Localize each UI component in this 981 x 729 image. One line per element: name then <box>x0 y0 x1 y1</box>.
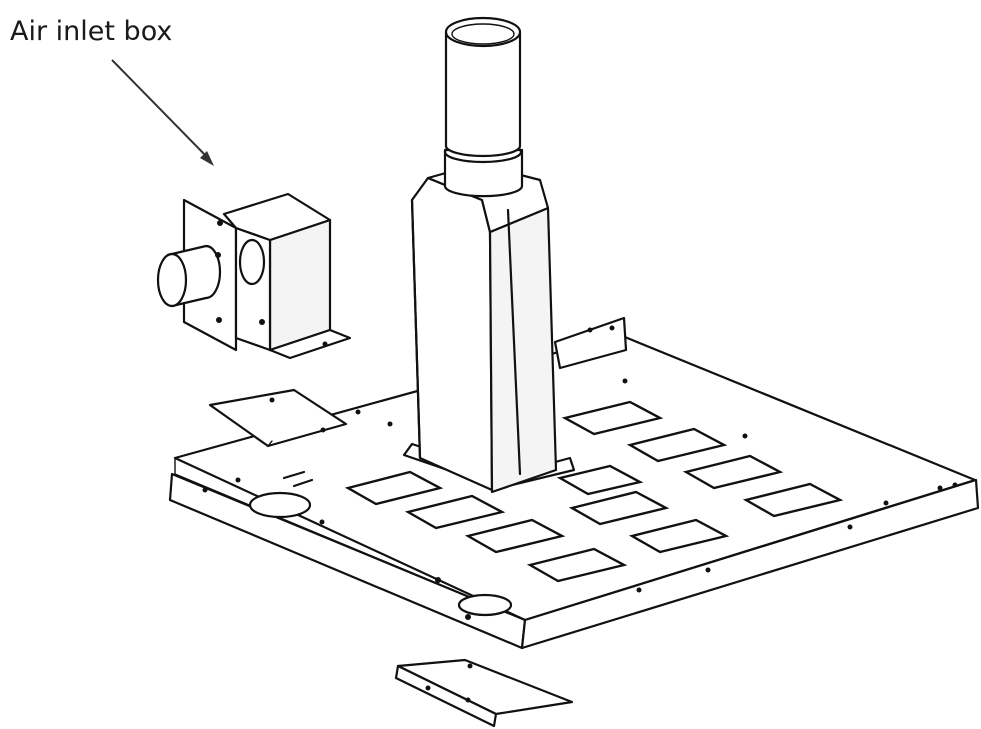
pipe-body <box>444 30 522 158</box>
loose-bracket-plate <box>208 388 348 448</box>
bolt-hole <box>320 427 326 433</box>
pipe-top-opening <box>444 16 522 48</box>
duct-left-face <box>410 176 494 492</box>
tray-round-cutout <box>457 593 513 617</box>
bolt-hole <box>883 500 889 506</box>
tray-cutout <box>526 547 628 583</box>
flue-duct <box>402 16 576 494</box>
inlet-box-front <box>234 226 272 352</box>
bolt-hole <box>465 614 471 620</box>
bracket-plate-edge <box>267 440 273 447</box>
bolt-hole <box>215 252 221 258</box>
bolt-hole <box>742 433 748 439</box>
inlet-pipe-end <box>156 252 188 308</box>
bolt-hole <box>217 220 223 226</box>
inlet-side-opening <box>238 238 266 286</box>
callout-arrow-head <box>200 151 214 166</box>
bolt-hole <box>387 421 393 427</box>
inlet-box-side <box>268 218 332 352</box>
bolt-hole <box>465 697 471 703</box>
bolt-hole <box>216 317 222 323</box>
bolt-hole <box>435 577 441 583</box>
bolt-hole <box>636 587 642 593</box>
bolt-hole <box>952 482 958 488</box>
bolt-hole <box>235 477 241 483</box>
tray-cutout <box>404 494 506 530</box>
bottom-angle-bracket <box>394 658 574 728</box>
angle-bracket-side <box>394 664 498 728</box>
tray-cutout <box>628 518 730 554</box>
air-inlet-box-callout: Air inlet box <box>10 16 214 166</box>
bolt-hole <box>202 487 208 493</box>
tray-cutout <box>556 464 644 496</box>
tray-cutout <box>561 400 664 436</box>
air-inlet-box-label: Air inlet box <box>10 16 172 47</box>
bolt-hole <box>322 341 328 347</box>
bolt-hole <box>269 397 275 403</box>
duct-right-face <box>488 206 558 494</box>
bolt-hole <box>425 685 431 691</box>
bolt-hole <box>587 327 593 333</box>
base-tray <box>168 316 980 650</box>
callout-arrow-shaft <box>111 59 211 161</box>
bolt-hole <box>259 319 265 325</box>
tray-cutout <box>626 427 728 463</box>
bolt-hole <box>319 519 325 525</box>
tray-rim-edge <box>174 457 977 621</box>
tray-back-rim <box>553 316 628 370</box>
tray-cutout <box>568 490 670 526</box>
tray-cutout <box>682 454 784 490</box>
air-inlet-box <box>156 192 352 360</box>
inlet-box-top <box>222 192 332 242</box>
tray-round-cutout <box>248 491 312 519</box>
duct-inner-edge <box>506 208 522 476</box>
bolt-hole <box>847 524 853 530</box>
bolt-hole <box>467 663 473 669</box>
bolt-hole <box>705 567 711 573</box>
bolt-hole <box>622 378 628 384</box>
tray-cutout <box>344 470 444 506</box>
tray-cutout <box>464 518 566 554</box>
bracket-plate-top <box>208 388 348 448</box>
tray-cutout <box>742 482 844 518</box>
bolt-hole <box>937 485 943 491</box>
bolt-hole <box>609 325 615 331</box>
tray-small-slot <box>292 478 314 488</box>
inlet-box-flange <box>268 328 352 360</box>
bolt-hole <box>355 409 361 415</box>
duct-left-edge <box>410 198 422 460</box>
tray-small-slot <box>282 470 306 480</box>
pipe-inner-rim <box>451 23 515 45</box>
